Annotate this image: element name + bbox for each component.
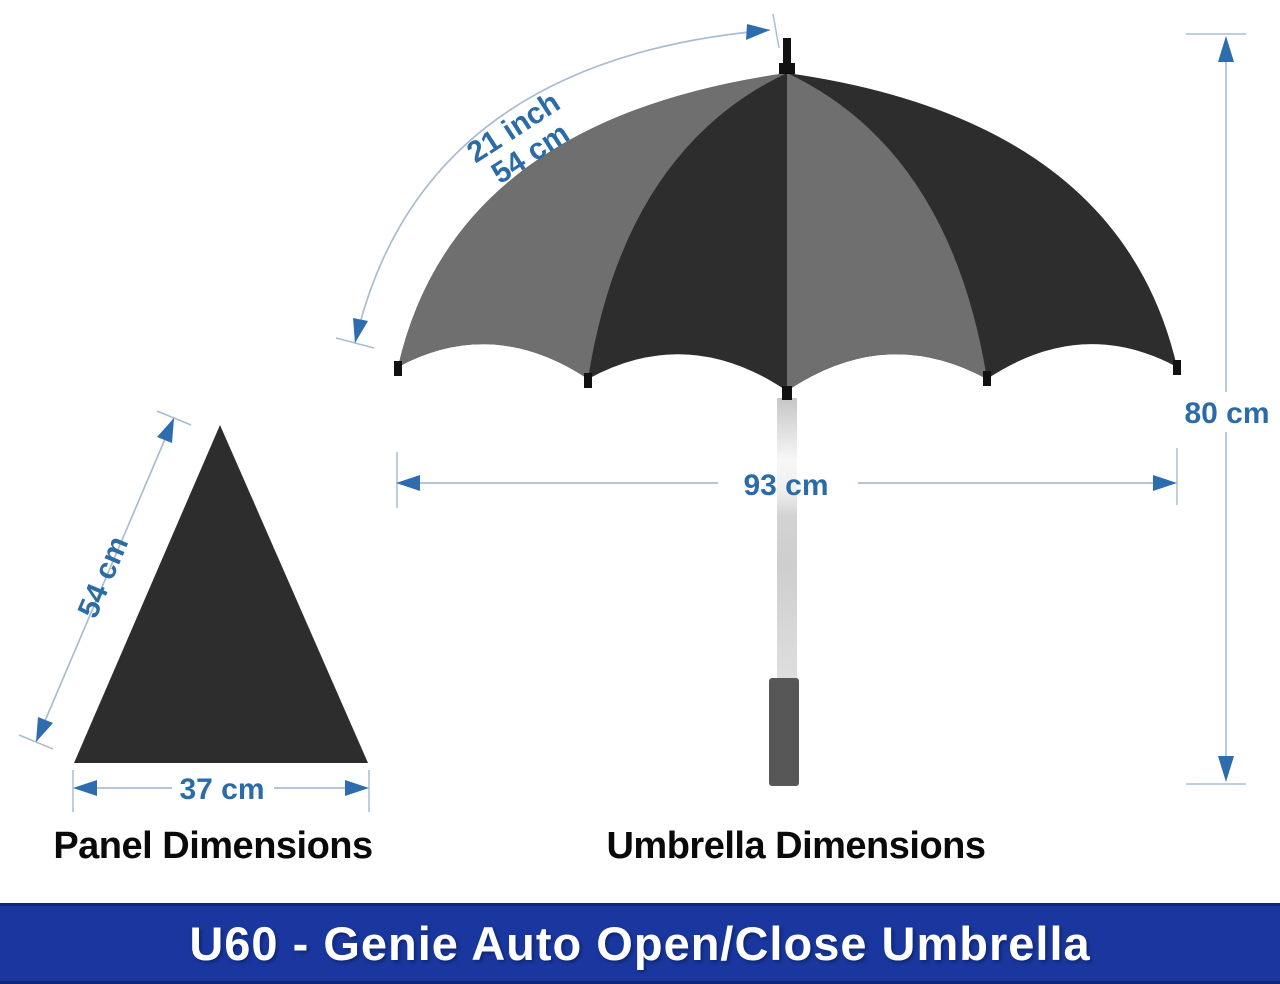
panel-triangle: [74, 425, 368, 763]
panel-base-dimension-label: 37 cm: [179, 773, 264, 806]
width-dimension-label: 93 cm: [743, 469, 828, 502]
height-dimension-label: 80 cm: [1184, 397, 1269, 430]
arrowhead-up-right-icon: [157, 418, 174, 443]
arrowhead-left-icon: [396, 475, 420, 491]
product-title: U60 - Genie Auto Open/Close Umbrella: [189, 917, 1091, 970]
arrowhead-up-icon: [1218, 36, 1234, 62]
rib-tip-icon: [584, 373, 592, 388]
umbrella-canopy-gray-panel-right: [787, 73, 987, 391]
arrowhead-left-icon: [73, 780, 97, 796]
diagram-canvas: 54 cm 37 cm Panel Dimensions: [18, 13, 1270, 867]
panel-side-dimension: 54 cm: [72, 532, 136, 623]
arrowhead-right-icon: [345, 780, 369, 796]
arrowhead-down-left-icon: [36, 717, 53, 742]
rib-tip-icon: [782, 386, 792, 400]
product-banner: U60 - Genie Auto Open/Close Umbrella: [0, 903, 1280, 984]
umbrella-canopy-gray-panel-left: [398, 73, 787, 379]
umbrella-handle: [769, 678, 799, 786]
rib-tip-icon: [983, 371, 991, 386]
rib-dimension-tick-top: [772, 13, 780, 49]
umbrella-finial: [783, 38, 791, 66]
umbrella-finial-base: [779, 63, 795, 74]
arrowhead-down-icon: [1218, 756, 1234, 782]
panel-figure: 54 cm 37 cm Panel Dimensions: [18, 410, 373, 867]
rib-tip-icon: [1173, 360, 1181, 375]
umbrella-figure: 21 inch 54 cm 93 cm 80 cm Umbrella Dimen…: [335, 13, 1270, 867]
panel-side-dimension-label: 54 cm: [72, 532, 136, 623]
umbrella-figure-caption: Umbrella Dimensions: [606, 825, 985, 867]
arrowhead-down-left-icon: [353, 318, 368, 343]
panel-side-dimension-line: [35, 417, 175, 743]
panel-figure-caption: Panel Dimensions: [53, 825, 372, 867]
umbrella-shaft: [777, 398, 797, 679]
rib-tip-icon: [394, 361, 402, 376]
arrowhead-right-icon: [1153, 475, 1177, 491]
rib-dimension-arc: [354, 29, 771, 344]
arrowhead-right-icon: [746, 24, 770, 40]
